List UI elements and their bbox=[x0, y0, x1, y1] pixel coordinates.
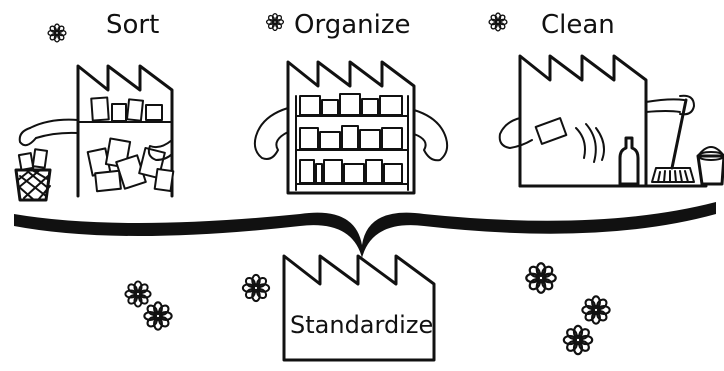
trash-basket-icon bbox=[14, 148, 52, 202]
clean-factory-illustration bbox=[498, 54, 724, 188]
standardize-factory-illustration bbox=[282, 254, 436, 362]
factory-icon bbox=[518, 54, 648, 188]
step-label-sort: Sort bbox=[106, 10, 160, 40]
step-label-organize: Organize bbox=[294, 10, 411, 40]
factory-icon bbox=[76, 64, 174, 198]
step-label-clean: Clean bbox=[541, 10, 615, 40]
flower-icon bbox=[581, 295, 611, 325]
sort-factory-illustration bbox=[14, 64, 175, 202]
flower-icon bbox=[143, 301, 173, 331]
bucket-icon bbox=[696, 146, 724, 186]
flower-icon bbox=[265, 12, 285, 32]
factory-icon bbox=[286, 60, 416, 195]
bottle-icon bbox=[618, 136, 640, 186]
flower-icon bbox=[525, 262, 557, 294]
flower-icon bbox=[241, 273, 271, 303]
flower-icon bbox=[562, 324, 594, 356]
organize-factory-illustration bbox=[253, 60, 449, 195]
factory-icon bbox=[282, 254, 436, 362]
step-label-standardize: Standardize bbox=[290, 311, 434, 339]
broom-icon bbox=[651, 98, 695, 183]
joining-brace bbox=[14, 202, 716, 258]
flower-icon bbox=[488, 12, 508, 32]
flower-icon bbox=[124, 280, 152, 308]
flower-icon bbox=[47, 23, 67, 43]
